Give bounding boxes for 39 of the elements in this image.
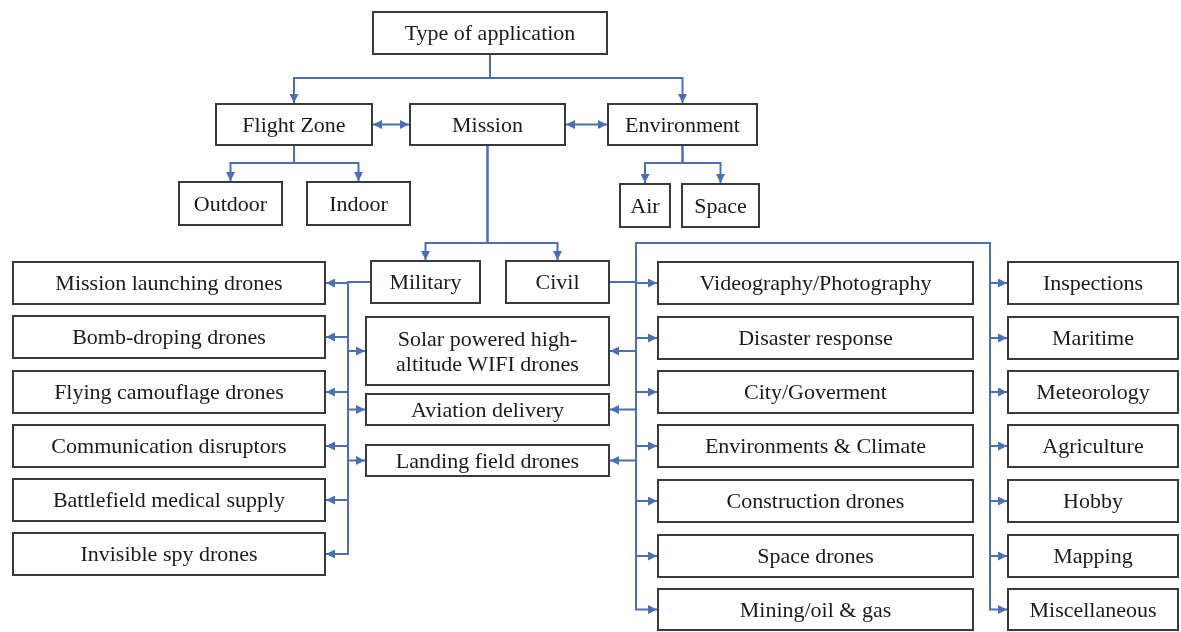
category-box: Hobby [1007, 479, 1179, 523]
category-box: Maritime [1007, 316, 1179, 360]
category-box: Environments & Climate [657, 424, 974, 468]
category-box: Civil [505, 260, 610, 304]
arrow [565, 120, 608, 129]
category-box: Landing field drones [365, 444, 610, 477]
category-box: Communication disruptors [12, 424, 326, 468]
category-box: City/Goverment [657, 370, 974, 414]
category-box: Agriculture [1007, 424, 1179, 468]
category-box: Flight Zone [215, 103, 373, 146]
category-box: Space drones [657, 534, 974, 578]
category-box: Mining/oil & gas [657, 588, 974, 631]
category-box: Meteorology [1007, 370, 1179, 414]
category-box: Aviation delivery [365, 393, 610, 426]
category-box: Miscellaneous [1007, 588, 1179, 631]
category-box: Bomb-droping drones [12, 315, 326, 359]
category-box: Military [370, 260, 481, 304]
category-box: Flying camouflage drones [12, 370, 326, 414]
arrow [681, 145, 725, 184]
category-box: Invisible spy drones [12, 532, 326, 576]
arrow [347, 281, 371, 465]
arrow [293, 145, 363, 182]
category-box: Air [619, 183, 671, 228]
category-box: Construction drones [657, 479, 974, 523]
category-box: Inspections [1007, 261, 1179, 305]
category-box: Mapping [1007, 534, 1179, 578]
arrow [486, 145, 562, 261]
category-box: Type of application [372, 11, 608, 55]
category-box: Disaster response [657, 316, 974, 360]
category-box: Space [681, 183, 760, 228]
category-box: Environment [607, 103, 758, 146]
category-box: Outdoor [178, 181, 283, 226]
category-box: Mission [409, 103, 566, 146]
category-box: Solar powered high-altitude WIFI drones [365, 316, 610, 386]
category-box: Videography/Photography [657, 261, 974, 305]
category-box: Mission launching drones [12, 261, 326, 305]
arrow [372, 120, 410, 129]
category-box: Indoor [306, 181, 411, 226]
category-box: Battlefield medical supply [12, 478, 326, 522]
